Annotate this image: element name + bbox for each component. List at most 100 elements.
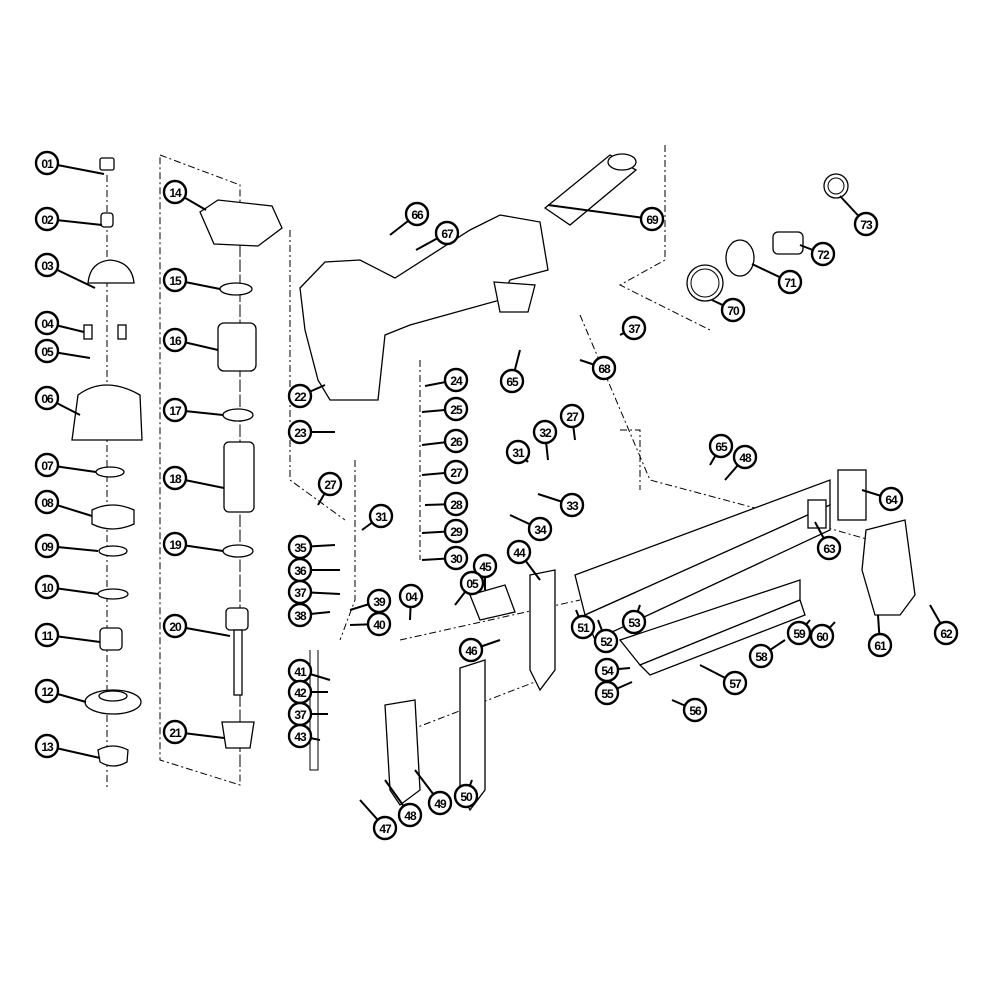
part-callout-37: 37 xyxy=(287,701,313,727)
callout-circle xyxy=(748,643,774,669)
part-number: 21 xyxy=(169,726,182,740)
callout-circle xyxy=(777,269,803,295)
part-number: 05 xyxy=(466,577,479,591)
part-callout-25: 25 xyxy=(443,396,469,422)
callout-circle xyxy=(34,574,60,600)
part-callout-72: 72 xyxy=(810,241,836,267)
callout-circle xyxy=(570,614,596,640)
callout-circle xyxy=(34,533,60,559)
part-callout-31: 31 xyxy=(505,439,531,465)
part-number: 62 xyxy=(940,627,953,641)
part-callout-65: 65 xyxy=(499,368,525,394)
part-callout-64: 64 xyxy=(878,486,904,512)
part-number: 20 xyxy=(169,620,182,634)
callout-circle xyxy=(443,428,469,454)
part-callout-23: 23 xyxy=(287,419,313,445)
callout-circle xyxy=(427,790,453,816)
part-callout-58: 58 xyxy=(748,643,774,669)
part-number: 57 xyxy=(729,677,742,691)
callout-circle xyxy=(398,583,424,609)
part-number: 69 xyxy=(646,213,659,227)
tool-body xyxy=(299,153,849,401)
part-number: 31 xyxy=(375,510,388,524)
part-callout-41: 41 xyxy=(287,658,313,684)
callout-circle xyxy=(682,697,708,723)
part-callout-09: 09 xyxy=(34,533,60,559)
part-number: 67 xyxy=(441,227,454,241)
callout-circle xyxy=(366,611,392,637)
part-number: 17 xyxy=(169,404,182,418)
callout-circle xyxy=(34,252,60,278)
part-number: 38 xyxy=(294,609,307,623)
callout-circle xyxy=(162,397,188,423)
part-callout-07: 07 xyxy=(34,452,60,478)
part-callout-39: 39 xyxy=(366,588,392,614)
part-callout-50: 50 xyxy=(453,783,479,809)
part-callout-26: 26 xyxy=(443,428,469,454)
part-callout-60: 60 xyxy=(809,623,835,649)
part-number: 41 xyxy=(294,665,307,679)
parts-left-column xyxy=(71,157,143,767)
part-callout-67: 67 xyxy=(434,220,460,246)
callout-circle xyxy=(593,628,619,654)
part-callout-66: 66 xyxy=(404,201,430,227)
part-callout-71: 71 xyxy=(777,269,803,295)
part-callout-47: 47 xyxy=(372,815,398,841)
part-callout-55: 55 xyxy=(594,680,620,706)
part-number: 56 xyxy=(689,704,702,718)
callout-circle xyxy=(810,241,836,267)
callout-circle xyxy=(443,491,469,517)
callout-circle xyxy=(443,518,469,544)
part-callout-51: 51 xyxy=(570,614,596,640)
part-callout-11: 11 xyxy=(34,622,60,648)
callout-circle xyxy=(453,783,479,809)
part-number: 51 xyxy=(577,621,590,635)
part-callouts: 0102030405060708091011121314151617181920… xyxy=(34,150,959,841)
part-callout-27: 27 xyxy=(559,403,585,429)
callout-circle xyxy=(34,622,60,648)
part-callout-48: 48 xyxy=(397,802,423,828)
part-callout-18: 18 xyxy=(162,465,188,491)
part-callout-27: 27 xyxy=(317,471,343,497)
part-callout-53: 53 xyxy=(621,609,647,635)
callout-circle xyxy=(34,733,60,759)
part-number: 43 xyxy=(294,730,307,744)
part-number: 13 xyxy=(41,740,54,754)
part-callout-45: 45 xyxy=(472,553,498,579)
part-callout-54: 54 xyxy=(594,657,620,683)
part-callout-52: 52 xyxy=(593,628,619,654)
callout-circle xyxy=(527,516,553,542)
part-number: 39 xyxy=(373,595,386,609)
part-callout-04: 04 xyxy=(398,583,424,609)
part-number: 10 xyxy=(41,581,54,595)
part-number: 04 xyxy=(41,317,54,331)
callout-circle xyxy=(559,492,585,518)
callout-circle xyxy=(34,150,60,176)
callout-circle xyxy=(34,206,60,232)
callout-circle xyxy=(287,602,313,628)
callout-circle xyxy=(559,403,585,429)
callout-circle xyxy=(443,545,469,571)
callout-circle xyxy=(34,489,60,515)
part-callout-65: 65 xyxy=(708,433,734,459)
part-callout-30: 30 xyxy=(443,545,469,571)
callout-circle xyxy=(532,419,558,445)
part-callout-34: 34 xyxy=(527,516,553,542)
part-callout-59: 59 xyxy=(786,620,812,646)
part-number: 22 xyxy=(294,390,307,404)
part-number: 65 xyxy=(506,375,519,389)
part-number: 07 xyxy=(41,459,54,473)
part-number: 70 xyxy=(727,304,740,318)
part-callout-01: 01 xyxy=(34,150,60,176)
callout-circle xyxy=(591,355,617,381)
callout-circle xyxy=(621,315,647,341)
part-callout-27: 27 xyxy=(443,459,469,485)
part-callout-24: 24 xyxy=(443,367,469,393)
part-callout-28: 28 xyxy=(443,491,469,517)
part-number: 24 xyxy=(450,374,463,388)
part-number: 63 xyxy=(823,542,836,556)
part-number: 30 xyxy=(450,552,463,566)
part-callout-36: 36 xyxy=(287,557,313,583)
magazine-assembly xyxy=(309,469,916,812)
part-callout-37: 37 xyxy=(287,579,313,605)
